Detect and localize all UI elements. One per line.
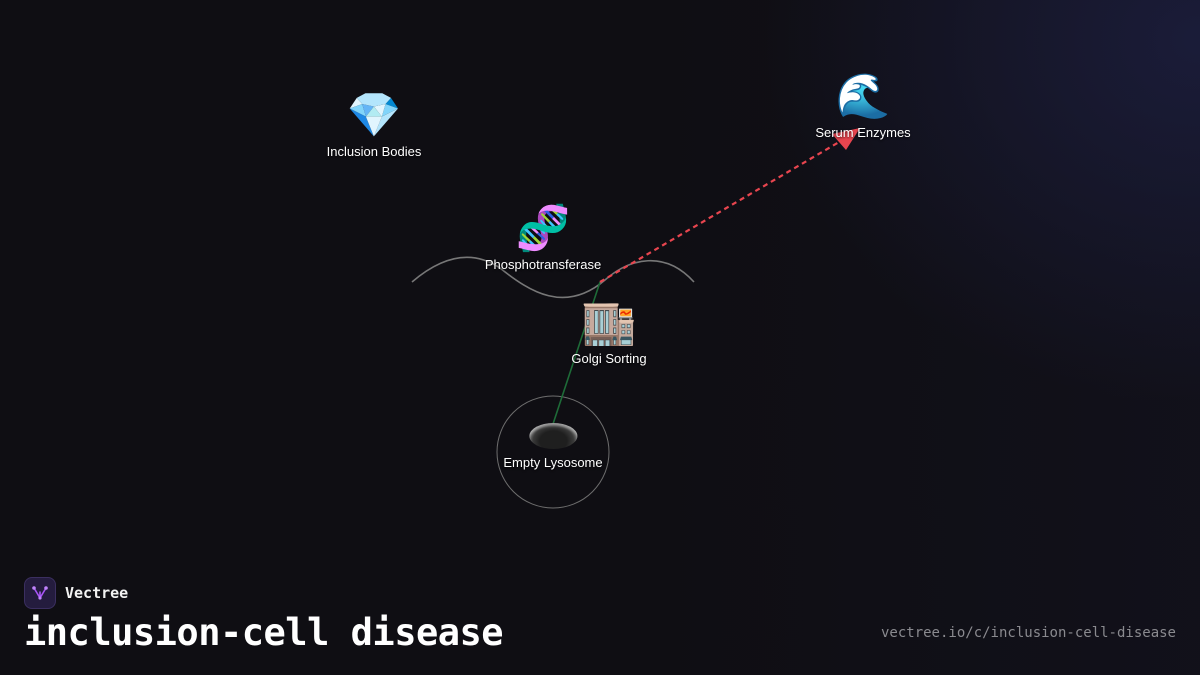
node-phosphotransferase[interactable]: 🧬 Phosphotransferase [484,204,602,273]
empty-disc-icon [528,423,577,449]
node-label: Inclusion Bodies [326,144,422,159]
page-url[interactable]: vectree.io/c/inclusion-cell-disease [880,625,1176,641]
node-serum-enzymes[interactable]: 🌊 Serum Enzymes [815,72,911,141]
node-label: Phosphotransferase [484,257,602,272]
wave-curve [411,256,695,299]
edge-phosphotransferase-to-serum-enzymes [599,137,847,283]
gem-icon: 💎 [346,91,402,140]
node-golgi-sorting[interactable]: 🏬 Golgi Sorting [571,298,647,367]
node-label: Empty Lysosome [503,455,603,470]
brand-name: Vectree [65,584,129,602]
node-label: Serum Enzymes [815,125,911,140]
node-label: Golgi Sorting [571,351,647,366]
edge-arrowhead [832,128,860,150]
node-inclusion-bodies[interactable]: 💎 Inclusion Bodies [326,91,422,160]
dna-icon: 🧬 [515,204,571,253]
node-empty-lysosome[interactable]: Empty Lysosome [503,403,603,470]
building-icon: 🏬 [581,298,637,347]
brand[interactable]: Vectree [24,577,128,609]
lysosome-ring [496,395,610,509]
page-title: inclusion-cell disease [24,611,504,654]
edge-lysosome-to-phosphotransferase [552,281,601,425]
wave-icon: 🌊 [835,72,891,121]
vectree-logo-icon [24,577,56,609]
